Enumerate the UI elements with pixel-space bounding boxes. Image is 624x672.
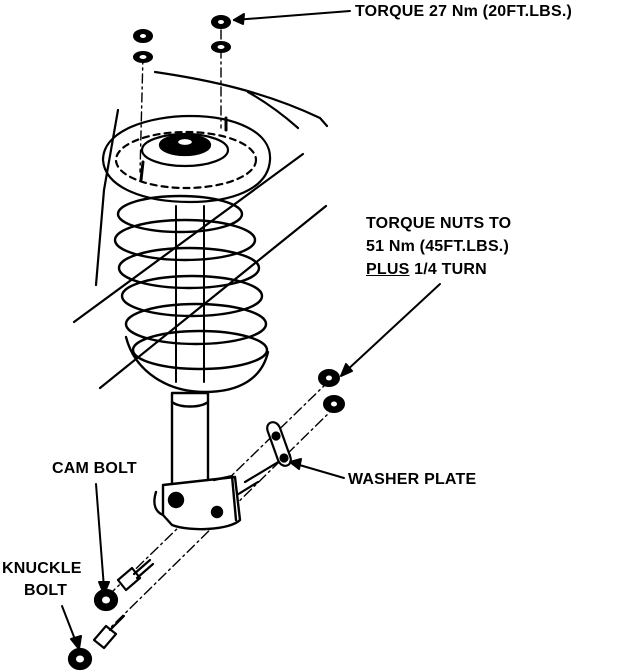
upper-mount-plate xyxy=(101,114,272,204)
label-torque-nuts-line1: TORQUE NUTS TO xyxy=(366,215,512,232)
label-knuckle-line2: BOLT xyxy=(24,582,68,599)
label-torque-top: TORQUE 27 Nm (20FT.LBS.) xyxy=(355,3,572,20)
label-washer-plate: WASHER PLATE xyxy=(348,471,477,488)
strut-body xyxy=(170,391,210,487)
washer-plate xyxy=(266,421,292,467)
strut-nut-upper xyxy=(318,369,340,387)
strut-nut-lower xyxy=(323,395,345,413)
strut-lower-bracket xyxy=(153,474,242,531)
label-torque-nuts-line2: 51 Nm (45FT.LBS.) xyxy=(366,238,509,255)
cam-bolt xyxy=(93,558,155,612)
leader-torque-top xyxy=(233,10,351,25)
leader-torque-nuts xyxy=(340,283,441,377)
leader-cam-bolt xyxy=(95,483,110,595)
label-knuckle-line1: KNUCKLE xyxy=(2,560,82,577)
label-torque-nuts-turn: 1/4 TURN xyxy=(409,261,487,278)
top-nut-left xyxy=(133,29,153,63)
coil-spring xyxy=(113,194,270,394)
leader-knuckle-bolt xyxy=(61,605,82,650)
strut-rod xyxy=(175,205,205,383)
label-torque-nuts-plus: PLUS xyxy=(366,261,410,278)
label-torque-nuts-line3: PLUS 1/4 TURN xyxy=(366,260,487,279)
label-cam-bolt: CAM BOLT xyxy=(52,460,137,477)
top-nut-right xyxy=(211,15,231,53)
leader-washer-plate xyxy=(289,458,345,479)
centerline-left-stud xyxy=(139,54,144,173)
